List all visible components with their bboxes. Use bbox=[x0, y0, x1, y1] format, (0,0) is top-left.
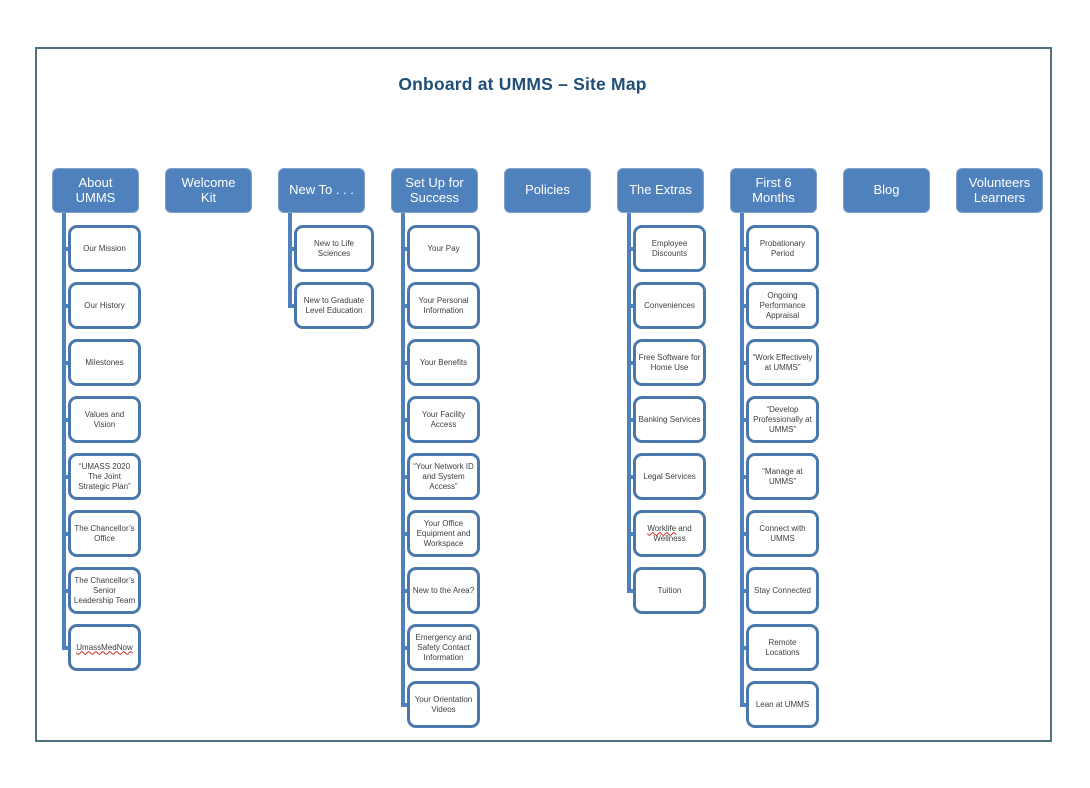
connector-stub bbox=[627, 303, 635, 308]
child-node-our-mission: Our Mission bbox=[68, 225, 141, 272]
child-node-your-pay: Your Pay bbox=[407, 225, 480, 272]
child-node-the-chancellor-s-senior-leadership-team: The Chancellor’s Senior Leadership Team bbox=[68, 567, 141, 614]
connector-stub bbox=[401, 360, 409, 365]
header-node-first-6-months: First 6 Months bbox=[730, 168, 817, 213]
child-node-new-to-graduate-level-education: New to Graduate Level Education bbox=[294, 282, 374, 329]
child-node-remote-locations: Remote Locations bbox=[746, 624, 819, 671]
connector-stub bbox=[740, 702, 748, 707]
connector-stub bbox=[627, 474, 635, 479]
connector-stub bbox=[62, 645, 70, 650]
connector-stub bbox=[740, 588, 748, 593]
connector-stub bbox=[62, 360, 70, 365]
connector-stub bbox=[740, 360, 748, 365]
child-node-your-office-equipment-and-workspace: Your Office Equipment and Workspace bbox=[407, 510, 480, 557]
header-node-the-extras: The Extras bbox=[617, 168, 704, 213]
header-node-about-umms: About UMMS bbox=[52, 168, 139, 213]
child-node-umassmednow: UmassMedNow bbox=[68, 624, 141, 671]
child-node-umass-2020-the-joint-strategic-plan: “UMASS 2020 The Joint Strategic Plan” bbox=[68, 453, 141, 500]
connector-line bbox=[627, 213, 631, 593]
child-node-free-software-for-home-use: Free Software for Home Use bbox=[633, 339, 706, 386]
connector-stub bbox=[740, 417, 748, 422]
header-node-blog: Blog bbox=[843, 168, 930, 213]
connector-line bbox=[288, 213, 292, 308]
connector-stub bbox=[62, 588, 70, 593]
misspelled-word: Worklife bbox=[647, 523, 677, 533]
child-node-connect-with-umms: Connect with UMMS bbox=[746, 510, 819, 557]
connector-stub bbox=[740, 303, 748, 308]
connector-stub bbox=[288, 303, 296, 308]
header-node-welcome-kit: Welcome Kit bbox=[165, 168, 252, 213]
child-node-manage-at-umms: “Manage at UMMS” bbox=[746, 453, 819, 500]
connector-stub bbox=[627, 360, 635, 365]
connector-stub bbox=[401, 702, 409, 707]
connector-stub bbox=[401, 474, 409, 479]
connector-stub bbox=[740, 474, 748, 479]
child-node-your-personal-information: Your Personal Information bbox=[407, 282, 480, 329]
connector-stub bbox=[627, 246, 635, 251]
connector-line bbox=[401, 213, 405, 707]
connector-stub bbox=[401, 417, 409, 422]
connector-stub bbox=[740, 645, 748, 650]
connector-stub bbox=[401, 303, 409, 308]
connector-stub bbox=[627, 588, 635, 593]
connector-stub bbox=[401, 531, 409, 536]
child-node-new-to-the-area: New to the Area? bbox=[407, 567, 480, 614]
connector-stub bbox=[740, 246, 748, 251]
connector-stub bbox=[62, 474, 70, 479]
header-node-volunteers-learners: Volunteers Learners bbox=[956, 168, 1043, 213]
child-node-work-effectively-at-umms: “Work Effectively at UMMS” bbox=[746, 339, 819, 386]
connector-stub bbox=[401, 246, 409, 251]
misspelled-word: UmassMedNow bbox=[76, 642, 133, 652]
connector-stub bbox=[62, 531, 70, 536]
child-node-stay-connected: Stay Connected bbox=[746, 567, 819, 614]
connector-stub bbox=[740, 531, 748, 536]
child-node-probationary-period: Probationary Period bbox=[746, 225, 819, 272]
connector-stub bbox=[627, 531, 635, 536]
header-node-set-up-for-success: Set Up for Success bbox=[391, 168, 478, 213]
child-node-legal-services: Legal Services bbox=[633, 453, 706, 500]
connector-stub bbox=[627, 417, 635, 422]
child-node-values-and-vision: Values and Vision bbox=[68, 396, 141, 443]
child-node-label: UmassMedNow bbox=[76, 643, 132, 653]
child-node-the-chancellor-s-office: The Chancellor’s Office bbox=[68, 510, 141, 557]
page-title: Onboard at UMMS – Site Map bbox=[398, 74, 647, 94]
child-node-banking-services: Banking Services bbox=[633, 396, 706, 443]
child-node-emergency-and-safety-contact-information: Emergency and Safety Contact Information bbox=[407, 624, 480, 671]
child-node-new-to-life-sciences: New to Life Sciences bbox=[294, 225, 374, 272]
connector-stub bbox=[288, 246, 296, 251]
connector-stub bbox=[401, 588, 409, 593]
child-node-employee-discounts: Employee Discounts bbox=[633, 225, 706, 272]
child-node-your-benefits: Your Benefits bbox=[407, 339, 480, 386]
connector-line bbox=[62, 213, 66, 650]
child-node-tuition: Tuition bbox=[633, 567, 706, 614]
header-node-policies: Policies bbox=[504, 168, 591, 213]
child-node-label: Worklife and Wellness bbox=[647, 523, 692, 543]
child-node-lean-at-umms: Lean at UMMS bbox=[746, 681, 819, 728]
child-node-your-network-id-and-system-access: “Your Network ID and System Access” bbox=[407, 453, 480, 500]
header-node-new-to: New To . . . bbox=[278, 168, 365, 213]
child-node-milestones: Milestones bbox=[68, 339, 141, 386]
child-node-worklife-and-wellness: Worklife and Wellness bbox=[633, 510, 706, 557]
connector-stub bbox=[401, 645, 409, 650]
connector-stub bbox=[62, 417, 70, 422]
child-node-ongoing-performance-appraisal: Ongoing Performance Appraisal bbox=[746, 282, 819, 329]
child-node-our-history: Our History bbox=[68, 282, 141, 329]
child-node-conveniences: Conveniences bbox=[633, 282, 706, 329]
connector-stub bbox=[62, 303, 70, 308]
slide-frame bbox=[35, 47, 1052, 742]
child-node-develop-professionally-at-umms: “Develop Professionally at UMMS” bbox=[746, 396, 819, 443]
child-node-your-facility-access: Your Facility Access bbox=[407, 396, 480, 443]
connector-stub bbox=[62, 246, 70, 251]
child-node-your-orientation-videos: Your Orientation Videos bbox=[407, 681, 480, 728]
connector-line bbox=[740, 213, 744, 707]
